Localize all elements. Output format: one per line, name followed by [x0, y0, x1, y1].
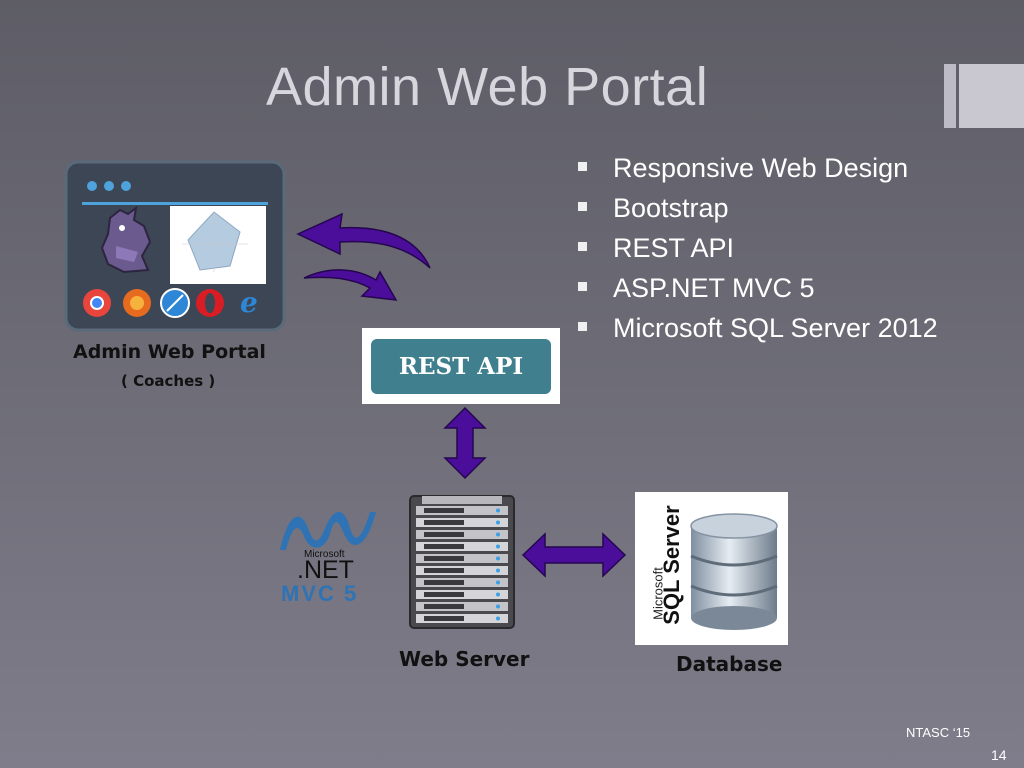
server-led	[496, 520, 500, 525]
footer-text: NTASC ‘15	[906, 725, 971, 740]
server-slot	[424, 604, 464, 609]
bullet-square-icon	[578, 202, 587, 211]
bullet-square-icon	[578, 282, 587, 291]
database-caption: Database	[676, 652, 783, 676]
server-slot	[424, 556, 464, 561]
horizontal-double-arrow-icon	[521, 532, 627, 578]
request-arrow-icon	[296, 212, 431, 269]
server-slot	[424, 544, 464, 549]
bullet-square-icon	[578, 322, 587, 331]
server-slot	[424, 532, 464, 537]
portal-subcaption: ( Coaches )	[121, 372, 216, 390]
server-led	[496, 556, 500, 561]
server-slot	[424, 520, 464, 525]
server-slot	[424, 508, 464, 513]
decor-bar	[959, 64, 1024, 128]
bullet-item: Responsive Web Design	[576, 150, 938, 190]
vertical-double-arrow-icon	[443, 406, 487, 480]
bullet-item: ASP.NET MVC 5	[576, 270, 938, 310]
bullet-item: Bootstrap	[576, 190, 938, 230]
dotnet-mvc-label: MVC 5	[281, 581, 359, 606]
server-led	[496, 508, 500, 513]
bullet-item: REST API	[576, 230, 938, 270]
server-led	[496, 616, 500, 621]
dotnet-small-label: Microsoft	[304, 549, 345, 560]
page-number: 14	[991, 747, 1007, 763]
browser-window-icon: e	[64, 160, 286, 332]
server-led	[496, 604, 500, 609]
response-arrow-icon	[303, 269, 398, 301]
bullet-list: Responsive Web Design Bootstrap REST API…	[576, 150, 938, 350]
rest-api-label: REST API	[371, 339, 551, 394]
server-slot	[424, 580, 464, 585]
server-led	[496, 592, 500, 597]
server-led	[496, 568, 500, 573]
rest-api-badge: REST API	[362, 328, 560, 404]
slide-title: Admin Web Portal	[266, 57, 709, 117]
bullet-square-icon	[578, 242, 587, 251]
server-led	[496, 532, 500, 537]
server-rack-icon	[409, 495, 515, 629]
dotnet-wave-icon	[280, 512, 376, 550]
server-slot	[424, 592, 464, 597]
database-cylinder-icon	[690, 513, 778, 630]
bullet-square-icon	[578, 162, 587, 171]
server-led	[496, 544, 500, 549]
server-slot	[424, 568, 464, 573]
server-led	[496, 580, 500, 585]
decor-bar	[944, 64, 956, 128]
sql-server-logo: Microsoft SQL Server	[635, 492, 788, 645]
portal-caption: Admin Web Portal	[73, 341, 266, 363]
db-product-label: SQL Server	[659, 505, 684, 625]
bullet-item: Microsoft SQL Server 2012	[576, 310, 938, 350]
web-server-caption: Web Server	[399, 647, 530, 671]
dotnet-main-label: .NET	[297, 556, 354, 584]
server-slot	[424, 616, 464, 621]
svg-text:e: e	[240, 286, 258, 319]
